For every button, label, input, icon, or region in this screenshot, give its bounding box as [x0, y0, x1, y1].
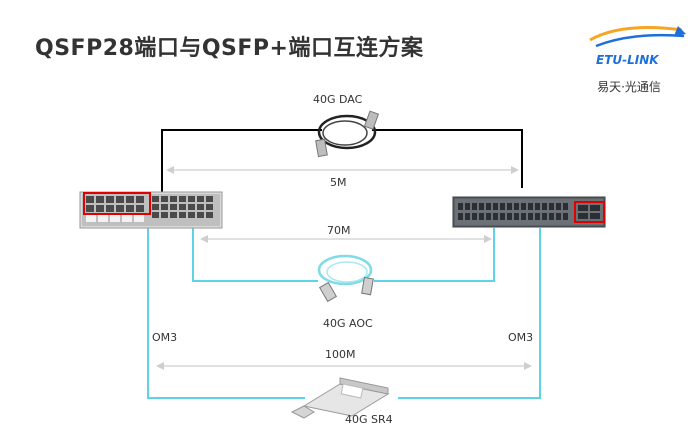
- aoc-fiber-line: [192, 228, 318, 282]
- etu-link-logo: ETU-LINK: [589, 26, 686, 67]
- right-switch: [452, 196, 606, 228]
- qsfp-plus-port-highlight: [574, 201, 605, 223]
- logo-tagline: 易天·光通信: [597, 80, 661, 94]
- logo-brand: ETU-LINK: [596, 53, 660, 67]
- aoc-cable-image: [317, 254, 374, 303]
- dac-type-label: 40G DAC: [313, 93, 363, 106]
- aoc-distance-label: 70M: [327, 224, 351, 237]
- dac-cable-image: [315, 110, 380, 158]
- sr4-fiber-line-right: [398, 228, 541, 399]
- dac-distance-label: 5M: [330, 176, 347, 189]
- left-switch: [79, 191, 223, 229]
- qsfp28-port-highlight: [83, 192, 151, 215]
- om3-right-label: OM3: [508, 331, 534, 344]
- sr4-fiber-line: [147, 228, 305, 399]
- sr4-distance-label: 100M: [325, 348, 356, 361]
- sr4-type-label: 40G SR4: [345, 413, 393, 426]
- aoc-type-label: 40G AOC: [323, 317, 373, 330]
- om3-left-label: OM3: [152, 331, 178, 344]
- page-title: QSFP28端口与QSFP+端口互连方案: [35, 36, 424, 61]
- sr4-module-image: [290, 377, 390, 419]
- dac-cable-line: [161, 129, 322, 192]
- dac-cable-line-right: [372, 129, 523, 188]
- aoc-fiber-line-right: [374, 228, 495, 282]
